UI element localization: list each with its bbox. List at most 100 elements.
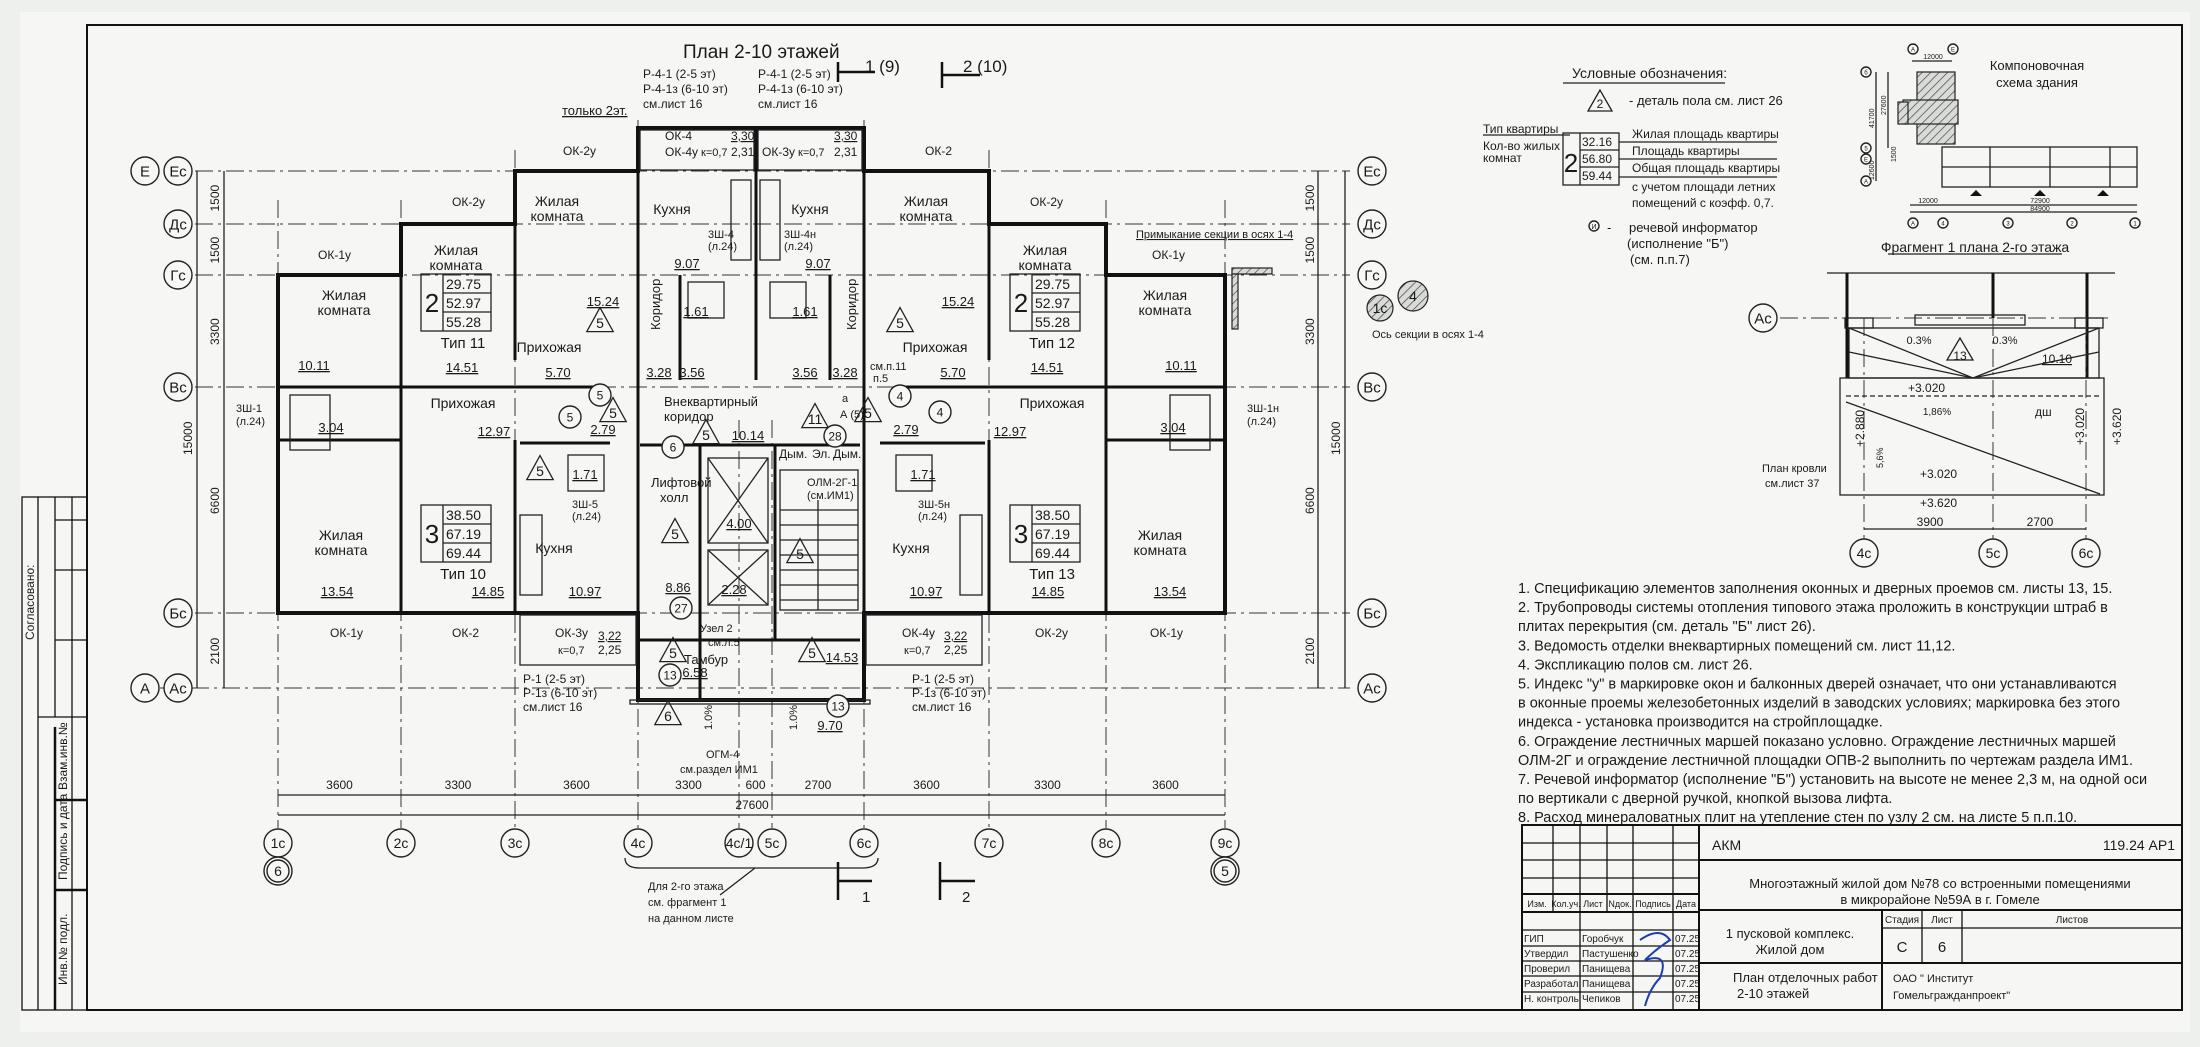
fragment-slope: 0.3% bbox=[1906, 335, 1931, 347]
floor-detail-triangle bbox=[525, 454, 555, 481]
room-area: 13.54 bbox=[321, 584, 354, 599]
approved-label: Согласовано: bbox=[23, 565, 37, 641]
general-note-line: по вертикали с дверной ручкой, кнопкой в… bbox=[1518, 791, 1892, 807]
room-name-corridor: Коридор bbox=[844, 279, 859, 330]
general-note-line: 2. Трубопроводы системы отопления типово… bbox=[1518, 600, 2108, 616]
room-area: 14.51 bbox=[1031, 360, 1064, 375]
balcony-note: Р-1 (2-5 эт) bbox=[912, 672, 974, 686]
room-name-corridor: Коридор bbox=[648, 279, 663, 330]
column-axis-bubble bbox=[1091, 828, 1121, 858]
staff-role: Н. контроль bbox=[1524, 994, 1579, 1005]
keyplan-axis-label: 5 bbox=[1864, 147, 1868, 153]
slope-label: 1.0% bbox=[703, 705, 715, 730]
keyplan-dimension: 27600 bbox=[1881, 95, 1888, 115]
legend-room-count: 2 bbox=[1564, 148, 1578, 178]
room-name-living: комната bbox=[318, 302, 371, 318]
legend-informer-text: (исполнение "Б") bbox=[1627, 236, 1728, 251]
loggia-area: 3,30 bbox=[731, 129, 755, 143]
fragment-level: +3.020 bbox=[1920, 467, 1957, 481]
document-code-left: АКМ bbox=[1712, 837, 1741, 853]
column-axis-bubble-label: 4с bbox=[631, 835, 646, 851]
room-area: 2.28 bbox=[721, 582, 746, 597]
apartment-type: Тип 13 bbox=[1029, 566, 1075, 583]
section-mark-2: 2 (10) bbox=[963, 57, 1007, 76]
column-axis-bubble-label: 9с bbox=[1218, 835, 1233, 851]
column-axis-bubble bbox=[386, 828, 416, 858]
row-dimension: 6600 bbox=[1303, 487, 1317, 514]
floor-detail-triangle bbox=[658, 636, 688, 663]
floor-detail-triangle bbox=[653, 699, 683, 726]
room-area: 2.79 bbox=[893, 422, 918, 437]
legend-apt-type-label: Тип квартиры bbox=[1483, 122, 1558, 136]
fragment-note: на данном листе bbox=[648, 913, 734, 925]
apartment-living-area: 38.50 bbox=[1035, 507, 1070, 523]
apartment-type: Тип 12 bbox=[1029, 335, 1075, 352]
room-area: 10.97 bbox=[569, 584, 602, 599]
room-name-living: комната bbox=[531, 208, 584, 224]
floor-detail-number: 5 bbox=[609, 405, 617, 421]
general-note-line: в оконные проемы железобетонных изделий … bbox=[1518, 696, 2120, 712]
general-note-line: ОЛМ-2Г и ограждение лестничной площадки … bbox=[1518, 753, 2133, 769]
legend-value-label: Общая площадь квартиры bbox=[1632, 161, 1780, 175]
sanitary-fixtures bbox=[289, 179, 1211, 596]
column-dimension: 600 bbox=[745, 778, 765, 792]
legend-sample-value: 59.44 bbox=[1582, 169, 1612, 183]
room-area: 5.70 bbox=[545, 365, 570, 380]
door-mark-label: 13 bbox=[663, 668, 677, 682]
room-area: 10.11 bbox=[298, 358, 330, 373]
loggia-left bbox=[639, 129, 755, 171]
door-mark-label: 4 bbox=[937, 405, 944, 419]
hatched-axis-bubble bbox=[1397, 280, 1429, 312]
row-axis-bubble bbox=[1357, 156, 1387, 186]
balcony-note: Р-4-1 (2-5 эт) bbox=[758, 67, 831, 81]
apartment-info-grid bbox=[1031, 274, 1080, 331]
row-total-dimension: 15000 bbox=[181, 421, 195, 455]
window-mark: ОК-3у bbox=[762, 145, 795, 159]
apartment-type: Тип 10 bbox=[440, 566, 486, 583]
staff-name: Горобчук bbox=[1582, 933, 1624, 945]
floor-detail-number: 11 bbox=[808, 411, 823, 427]
section-axis-note: Ось секции в осях 1-4 bbox=[1372, 329, 1484, 341]
room-name-vestibule: Тамбур bbox=[684, 652, 728, 667]
fragment-level: +3.020 bbox=[2073, 408, 2087, 445]
apartment-area: 52.97 bbox=[446, 295, 481, 311]
keyplan-axis-label: б bbox=[1864, 71, 1868, 77]
equipment-label: (л.24) bbox=[784, 241, 813, 253]
hatched-axis-bubble-label: 1с bbox=[1373, 300, 1388, 316]
fragment-area: 10.10 bbox=[2042, 352, 2072, 366]
general-note-line: 5. Индекс "у" в маркировке окон и балкон… bbox=[1518, 677, 2117, 693]
staff-date: 07.25 bbox=[1675, 934, 1700, 945]
legend-informer-dash: - bbox=[1607, 220, 1611, 235]
apartment-info-grid bbox=[1031, 505, 1080, 562]
apartment-total-area: 69.44 bbox=[1035, 545, 1070, 561]
fragment-note: Для 2-го этажа bbox=[648, 881, 724, 893]
apartment-room-count: 3 bbox=[1014, 519, 1028, 549]
floor-detail-number: 6 bbox=[664, 708, 672, 724]
floor-detail-triangle bbox=[598, 396, 628, 423]
row-axis-bubble bbox=[130, 156, 160, 186]
organization: ОАО " Институт bbox=[1893, 973, 1973, 985]
general-note-line: 8. Расход минераловатных плит на утеплен… bbox=[1518, 810, 2077, 826]
column-dimension: 3600 bbox=[563, 778, 590, 792]
room-area: 14.85 bbox=[472, 584, 505, 599]
equipment-label: 3Ш-1н bbox=[1247, 403, 1279, 415]
fragment-slope: 1,86% bbox=[1923, 407, 1951, 418]
stage-header: Стадия bbox=[1885, 915, 1919, 926]
row-axis-bubble bbox=[1357, 209, 1387, 239]
complex-name: Жилой дом bbox=[1756, 942, 1825, 957]
room-name-living: Жилая bbox=[322, 287, 366, 303]
keyplan-dimension: 12000 bbox=[1923, 54, 1943, 61]
room-name-smoke-shaft: Дым. bbox=[833, 447, 861, 461]
room-area: 5.70 bbox=[940, 365, 965, 380]
floor-detail-number: 5 bbox=[702, 427, 710, 443]
room-name-smoke-shaft: Дым. bbox=[779, 447, 807, 461]
keyplan-axis-label: 2 bbox=[2070, 222, 2074, 228]
keyplan-axis-label: Е bbox=[1951, 48, 1955, 54]
room-name-kitchen: Кухня bbox=[791, 201, 828, 217]
keyplan-axis-label: 1 bbox=[2133, 222, 2137, 228]
project-name: в микрорайоне №59А в г. Гомеле bbox=[1840, 892, 2039, 907]
section-bubble-label: 5 bbox=[1221, 863, 1229, 879]
keyplan-axis-label: 3 bbox=[2006, 222, 2010, 228]
room-area: 3.56 bbox=[679, 365, 704, 380]
staff-name: Панищева bbox=[1582, 979, 1631, 990]
